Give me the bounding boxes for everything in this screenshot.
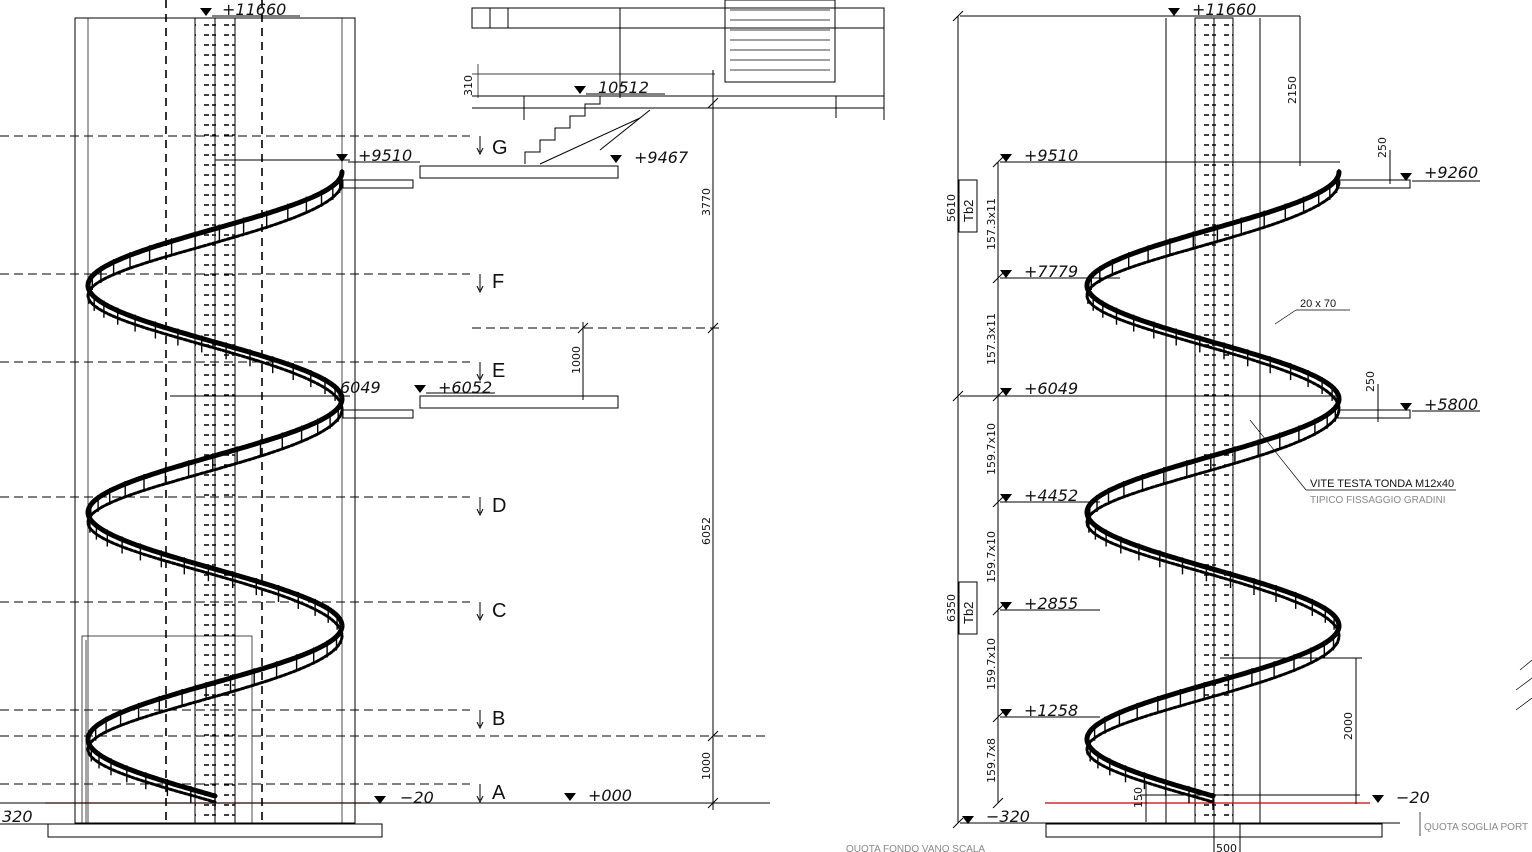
level-right-9510: +9510: [1024, 146, 1078, 165]
note-screw: VITE TESTA TONDA M12x40: [1310, 478, 1454, 490]
left-dimension-chain: 3770 6052 1000 1000: [472, 70, 720, 810]
section-d: D: [492, 495, 506, 517]
dim-3770: 3770: [700, 188, 713, 216]
section-b: B: [492, 708, 505, 730]
dim-150: 150: [1132, 787, 1145, 808]
level-right-minus320: −320: [986, 807, 1030, 826]
section-a: A: [492, 782, 506, 804]
level-left-6052: +6052: [438, 378, 492, 397]
tag-tb2-upper: Tb2: [961, 200, 976, 222]
right-spiral-stair: [1084, 169, 1342, 810]
level-right-1258: +1258: [1024, 701, 1078, 720]
dim-250-mid: 250: [1364, 371, 1377, 392]
level-left-9510: +9510: [358, 146, 412, 165]
section-f: F: [492, 271, 504, 293]
dim-310: 310: [462, 75, 475, 96]
level-left-10512: 10512: [598, 78, 649, 97]
level-left-6049: 6049: [340, 378, 381, 397]
level-right-9260: +9260: [1424, 163, 1478, 182]
tag-tb2-lower: Tb2: [961, 602, 976, 624]
dim-6350: 6350: [945, 594, 958, 622]
level-right-6049: +6049: [1024, 379, 1078, 398]
level-left-000: +000: [588, 786, 632, 805]
level-right-minus20: −20: [1396, 788, 1430, 807]
level-right-11660: +11660: [1192, 0, 1256, 19]
note-threshold: QUOTA SOGLIA PORT: [1424, 822, 1528, 833]
dim-250-top: 250: [1376, 137, 1389, 158]
level-right-2855: +2855: [1024, 594, 1078, 613]
dim-riser-1: 157.3x11: [985, 198, 998, 250]
section-g: G: [492, 137, 508, 159]
dim-riser-3: 159.7x10: [985, 423, 998, 475]
dim-2150: 2150: [1286, 76, 1299, 104]
note-plate: 20 x 70: [1300, 298, 1336, 310]
level-left-minus20: −20: [400, 788, 434, 807]
note-fixing: TIPICO FISSAGGIO GRADINI: [1310, 495, 1446, 506]
dim-riser-5: 159.7x10: [985, 638, 998, 690]
level-right-5800: +5800: [1424, 395, 1478, 414]
level-left-9467: +9467: [634, 148, 689, 167]
level-right-7779: +7779: [1024, 262, 1078, 281]
left-elevation: +11660 +9510 6049 +6052 −20 +000 320 G F…: [0, 0, 885, 838]
dim-riser-6: 159.7x8: [985, 738, 998, 783]
left-top-level: +11660: [200, 0, 300, 19]
dim-1000-b: 1000: [700, 752, 713, 780]
dim-riser-2: 157.3x11: [985, 313, 998, 365]
dim-1000-a: 1000: [570, 346, 583, 374]
note-bottom: QUOTA FONDO VANO SCALA: [846, 844, 985, 852]
dim-2000: 2000: [1342, 712, 1355, 740]
left-spiral-stair: [85, 169, 345, 810]
level-left-320: 320: [2, 807, 33, 826]
dim-riser-4: 159.7x10: [985, 531, 998, 583]
section-c: C: [492, 600, 506, 622]
section-e: E: [492, 360, 505, 382]
level-left-11660: +11660: [222, 0, 286, 19]
dim-6052: 6052: [700, 517, 713, 545]
right-elevation: 5610 6350 Tb2 Tb2 157.3x11 157.3x11 159.…: [846, 0, 1532, 852]
dim-500: 500: [1216, 842, 1237, 852]
dim-5610: 5610: [945, 194, 958, 222]
upper-structure: 10512 +9467 310: [419, 0, 885, 179]
level-right-4452: +4452: [1024, 486, 1078, 505]
section-marks: G F E D C B A: [476, 136, 508, 804]
